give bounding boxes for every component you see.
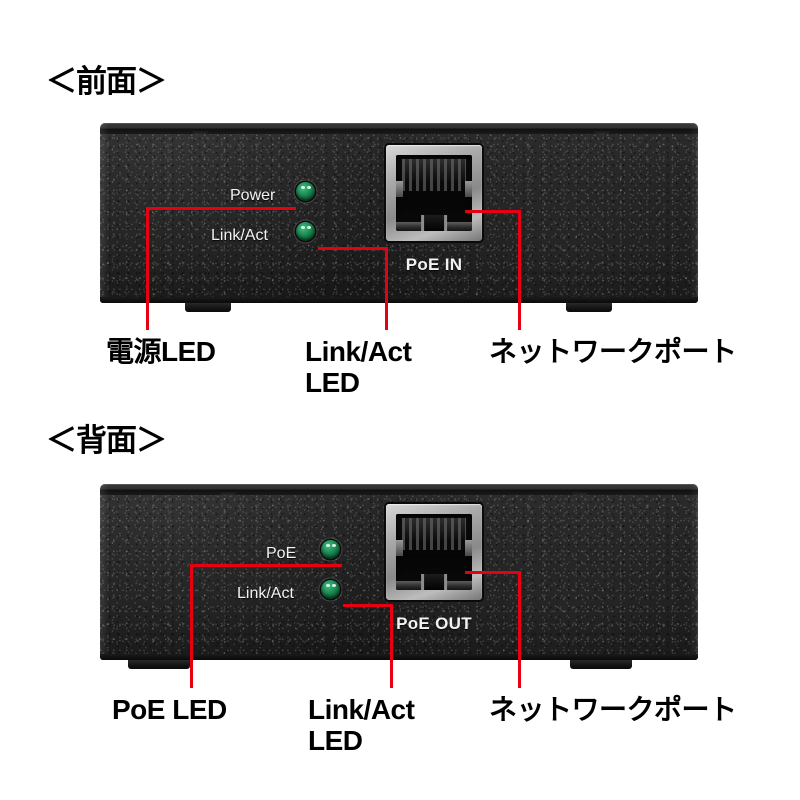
chassis-left-highlight [100, 484, 109, 660]
caption-link-act-led: Link/Act LED [305, 336, 412, 399]
rj45-shoulder-left [396, 539, 403, 556]
silkscreen-port-label-poe-in: PoE IN [405, 255, 463, 274]
led-highlight-dot [306, 226, 311, 229]
chassis-notch-right [572, 490, 588, 495]
silkscreen-label-link-act: Link/Act [211, 227, 268, 244]
rj45-port-rear [386, 504, 482, 600]
chassis-bottom-edge [100, 654, 698, 660]
led-highlight-dot [331, 584, 336, 587]
leader-line-network-port-vertical [518, 210, 521, 330]
device-rear-view: PoE Link/Act [100, 484, 698, 660]
device-foot-right-front [566, 303, 612, 312]
silkscreen-label-poe: PoE [266, 545, 297, 562]
chassis-bottom-edge [100, 297, 698, 303]
rj45-contact-pins [402, 159, 466, 191]
leader-line-link-act-led-vertical [385, 247, 388, 330]
device-front-view: Power Link/Act [100, 123, 698, 303]
silkscreen-port-label-poe-out: PoE OUT [396, 614, 472, 633]
rj45-shoulder-right [465, 180, 472, 197]
rj45-cavity [396, 155, 472, 231]
caption-network-port: ネットワークポート [489, 336, 737, 367]
chassis-notch-left [192, 129, 208, 134]
rj45-latch-slot [421, 215, 447, 231]
rj45-port-front [386, 145, 482, 241]
rj45-pin-shading [402, 159, 466, 191]
caption-power-led: 電源LED [106, 336, 216, 367]
rj45-pin-shading [402, 518, 466, 550]
led-highlight-dot [300, 226, 305, 229]
chassis-notch-left [220, 490, 236, 495]
leader-line-poe-led-horizontal [190, 564, 342, 567]
led-highlight-dot [306, 186, 311, 189]
led-highlight-dot [325, 544, 330, 547]
chassis-top-bevel [100, 123, 698, 134]
leader-line-poe-led-vertical [190, 564, 193, 688]
chassis-right-highlight [689, 123, 698, 303]
led-poe [321, 540, 340, 559]
silkscreen-label-link-act: Link/Act [237, 585, 294, 602]
leader-line-power-led-vertical [146, 207, 149, 330]
rj45-latch-slot [421, 574, 447, 590]
rj45-contact-pins [402, 518, 466, 550]
rj45-cavity [396, 514, 472, 590]
rj45-shoulder-left [396, 180, 403, 197]
chassis-top-bevel [100, 484, 698, 495]
caption-link-act-led: Link/Act LED [308, 694, 415, 757]
leader-line-link-act-led-horizontal [318, 247, 388, 250]
section-heading-rear: ＜背面＞ [46, 423, 167, 458]
caption-network-port: ネットワークポート [489, 694, 737, 725]
section-heading-front: ＜前面＞ [46, 64, 167, 99]
chassis-notch-right [594, 129, 610, 134]
led-power [296, 182, 315, 201]
led-highlight-dot [325, 584, 330, 587]
leader-line-link-act-led-horizontal [343, 604, 393, 607]
leader-line-network-port-horizontal [465, 210, 521, 213]
leader-line-network-port-horizontal [465, 571, 521, 574]
led-highlight-dot [331, 544, 336, 547]
led-link-act [321, 580, 340, 599]
rj45-shoulder-right [465, 539, 472, 556]
caption-poe-led: PoE LED [112, 694, 227, 725]
silkscreen-label-power: Power [230, 187, 276, 204]
leader-line-power-led-horizontal [146, 207, 296, 210]
leader-line-network-port-vertical [518, 571, 521, 688]
device-foot-right-rear [570, 660, 632, 669]
leader-line-link-act-led-vertical [390, 604, 393, 688]
device-foot-left-rear [128, 660, 190, 669]
device-foot-left-front [185, 303, 231, 312]
led-highlight-dot [300, 186, 305, 189]
chassis-right-highlight [689, 484, 698, 660]
chassis-left-highlight [100, 123, 109, 303]
led-link-act [296, 222, 315, 241]
